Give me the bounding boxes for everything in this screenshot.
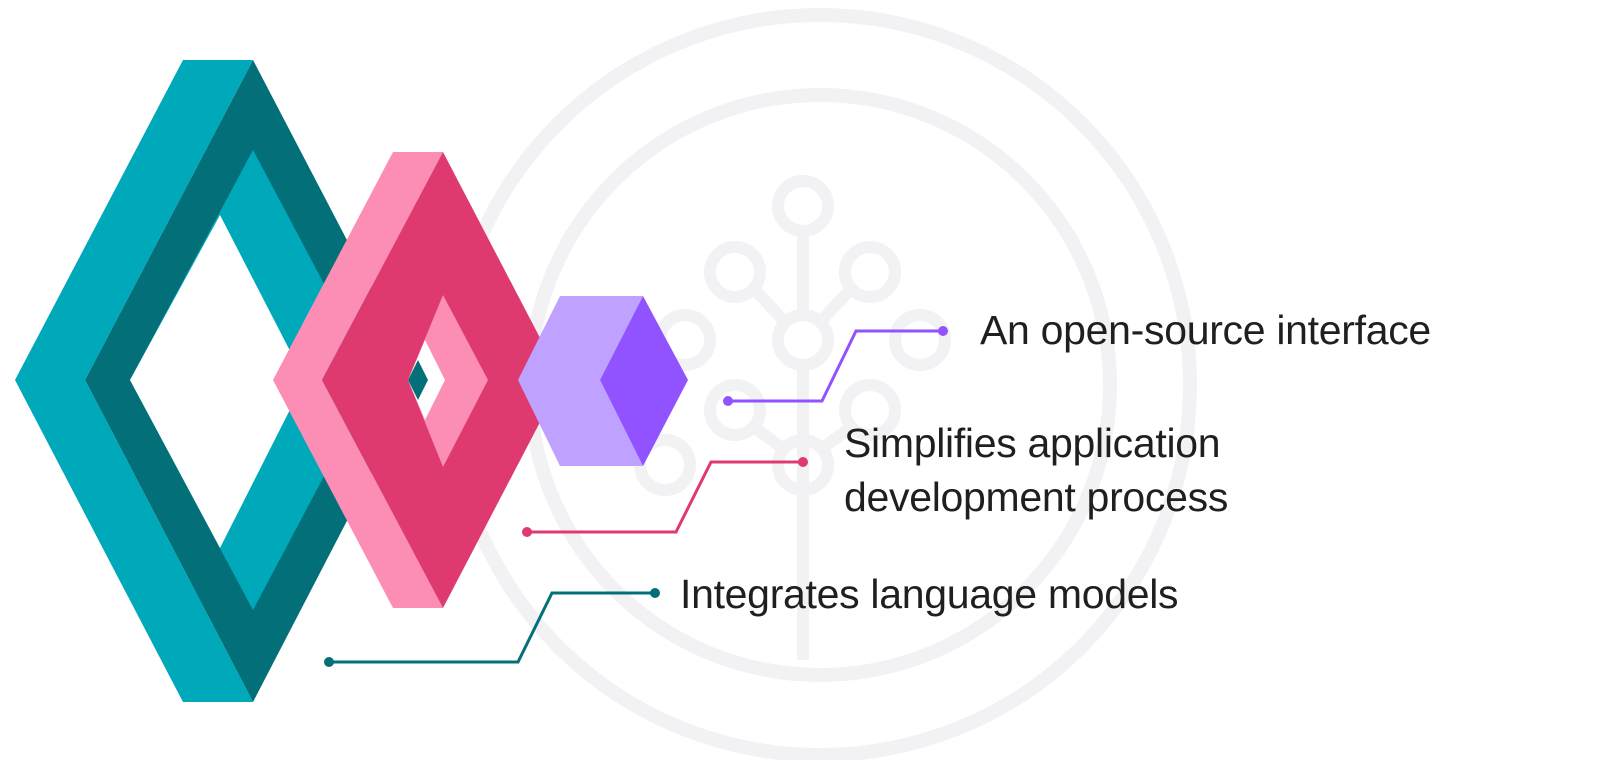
connector-teal [324,588,660,667]
purple-dark-face [600,296,688,466]
label-line-1: Simplifies application [844,420,1221,466]
pink-light-face [273,152,443,608]
purple-light-face [518,296,643,466]
pink-diamond-frame [273,152,562,608]
pink-inner-face [408,295,488,467]
connector-purple [723,326,948,406]
teal-diamond-frame [15,60,420,702]
teal-light-face [15,60,253,702]
teal-hole [130,215,305,548]
label-line-2: development process [844,474,1229,520]
label-simplifies-development: Simplifies application development proce… [844,416,1228,524]
pink-hole-shadow [408,360,428,400]
connector-pink [522,457,808,537]
label-integrates-language-models: Integrates language models [680,571,1179,617]
purple-hexagon-cube [518,296,688,466]
label-open-source-interface: An open-source interface [980,307,1431,353]
